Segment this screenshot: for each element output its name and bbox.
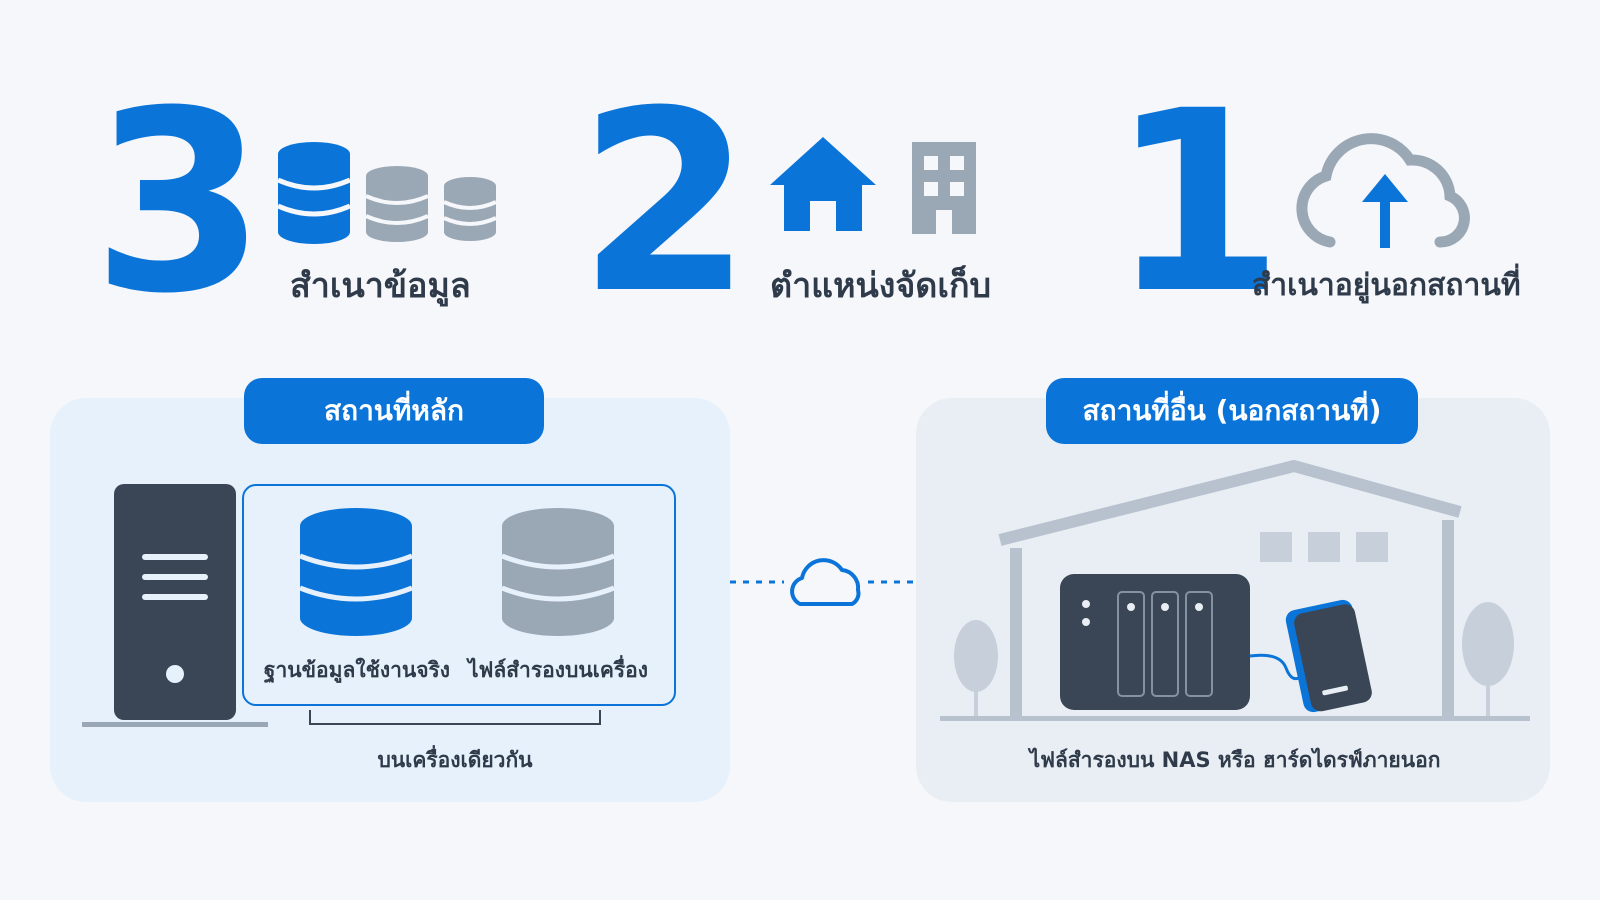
offsite-building-illustration bbox=[940, 460, 1530, 721]
database-icon-blue bbox=[276, 142, 352, 244]
offsite-title: สถานที่อื่น (นอกสถานที่) bbox=[1046, 378, 1418, 444]
database-icon-gray bbox=[365, 166, 429, 242]
local-backup-database-icon bbox=[501, 508, 615, 636]
offsite-label: สำเนาอยู่นอกสถานที่ bbox=[1252, 268, 1521, 303]
primary-site-title: สถานที่หลัก bbox=[244, 378, 544, 444]
office-building-icon bbox=[912, 142, 976, 234]
number-three: 3 bbox=[92, 57, 266, 348]
cloud-link-connector bbox=[730, 558, 916, 606]
cloud-upload-icon bbox=[1296, 133, 1470, 248]
number-one: 1 bbox=[1110, 57, 1284, 348]
house-icon bbox=[770, 137, 876, 231]
local-backup-label: ไฟล์สำรองบนเครื่อง bbox=[467, 658, 649, 682]
database-copies-icon bbox=[276, 142, 497, 244]
database-icon-gray-small bbox=[443, 177, 497, 241]
same-machine-bracket bbox=[309, 710, 601, 725]
offsite-caption: ไฟล์สำรองบน NAS หรือ ฮาร์ดไดรฟ์ภายนอก bbox=[1029, 748, 1441, 772]
number-two: 2 bbox=[578, 57, 752, 348]
server-tower-icon bbox=[82, 484, 268, 727]
locations-label: ตำแหน่งจัดเก็บ bbox=[770, 266, 992, 306]
tree-right-icon bbox=[1462, 602, 1514, 716]
tree-left-icon bbox=[954, 620, 998, 716]
production-database-icon bbox=[299, 508, 413, 636]
production-database-label: ฐานข้อมูลใช้งานจริง bbox=[263, 658, 451, 682]
nas-device-icon bbox=[1060, 574, 1250, 710]
same-machine-label: บนเครื่องเดียวกัน bbox=[377, 748, 533, 772]
same-machine-group bbox=[242, 484, 676, 706]
external-hard-drive-icon bbox=[1285, 599, 1372, 713]
copies-label: สำเนาข้อมูล bbox=[290, 266, 471, 306]
